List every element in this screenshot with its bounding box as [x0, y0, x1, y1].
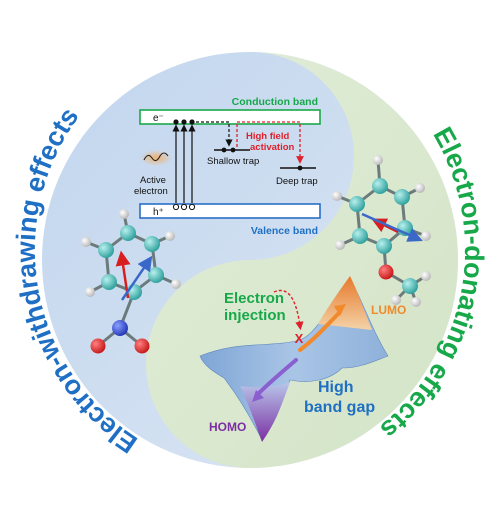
deep-trapped-electron — [297, 165, 303, 171]
high-band-gap-label-2: band gap — [304, 399, 375, 416]
shallow-trap-label: Shallow trap — [207, 156, 259, 167]
electron-dot — [173, 119, 179, 125]
lumo-label: LUMO — [371, 303, 406, 317]
electron-injection-label-2: injection — [224, 307, 286, 324]
homo-arrow — [256, 358, 298, 396]
hole-dot — [188, 203, 196, 211]
trapped-electron — [230, 147, 236, 153]
hole-dot — [172, 203, 180, 211]
active-electron-label-1: Active — [140, 175, 166, 186]
donating-dipole-blue — [361, 212, 423, 242]
homo-arrowhead — [252, 390, 264, 402]
conduction-band-label: Conduction band — [232, 96, 318, 108]
withdrawing-atoms — [81, 209, 181, 354]
electron-symbol: e⁻ — [153, 113, 164, 124]
high-field-path — [236, 121, 304, 164]
electron-dot — [181, 119, 187, 125]
energy-landscape: Electron injection X LUMO HOMO High band… — [199, 276, 406, 442]
homo-well — [240, 382, 290, 442]
active-electron-squiggle — [143, 152, 169, 162]
valence-band-box — [139, 203, 321, 219]
blocked-mark: X — [295, 331, 304, 346]
homo-label: HOMO — [209, 420, 246, 434]
lumo-arrowhead — [334, 304, 346, 316]
lumo-peak — [318, 276, 372, 330]
hole-dot — [180, 203, 188, 211]
hole-symbol: h⁺ — [153, 207, 164, 218]
electron-dot — [189, 119, 195, 125]
lumo-arrow — [298, 310, 342, 352]
trapped-electron — [221, 147, 227, 153]
valence-band-label: Valence band — [251, 225, 318, 237]
electron-injection-label-1: Electron — [224, 290, 284, 307]
deep-trap-label: Deep trap — [276, 176, 318, 187]
high-band-gap-label-1: High — [318, 379, 354, 396]
high-field-label-1: High field — [246, 131, 289, 142]
dipole-arrow-blue — [120, 255, 153, 301]
band-diagram: Conduction band Valence band e⁻ h⁺ Shall… — [134, 96, 321, 237]
active-electron-label-2: electron — [134, 186, 168, 197]
active-electron-glow — [140, 150, 172, 166]
shallow-trap-path — [196, 121, 233, 147]
high-field-label-2: activation — [250, 142, 295, 153]
donating-atoms — [332, 155, 431, 307]
